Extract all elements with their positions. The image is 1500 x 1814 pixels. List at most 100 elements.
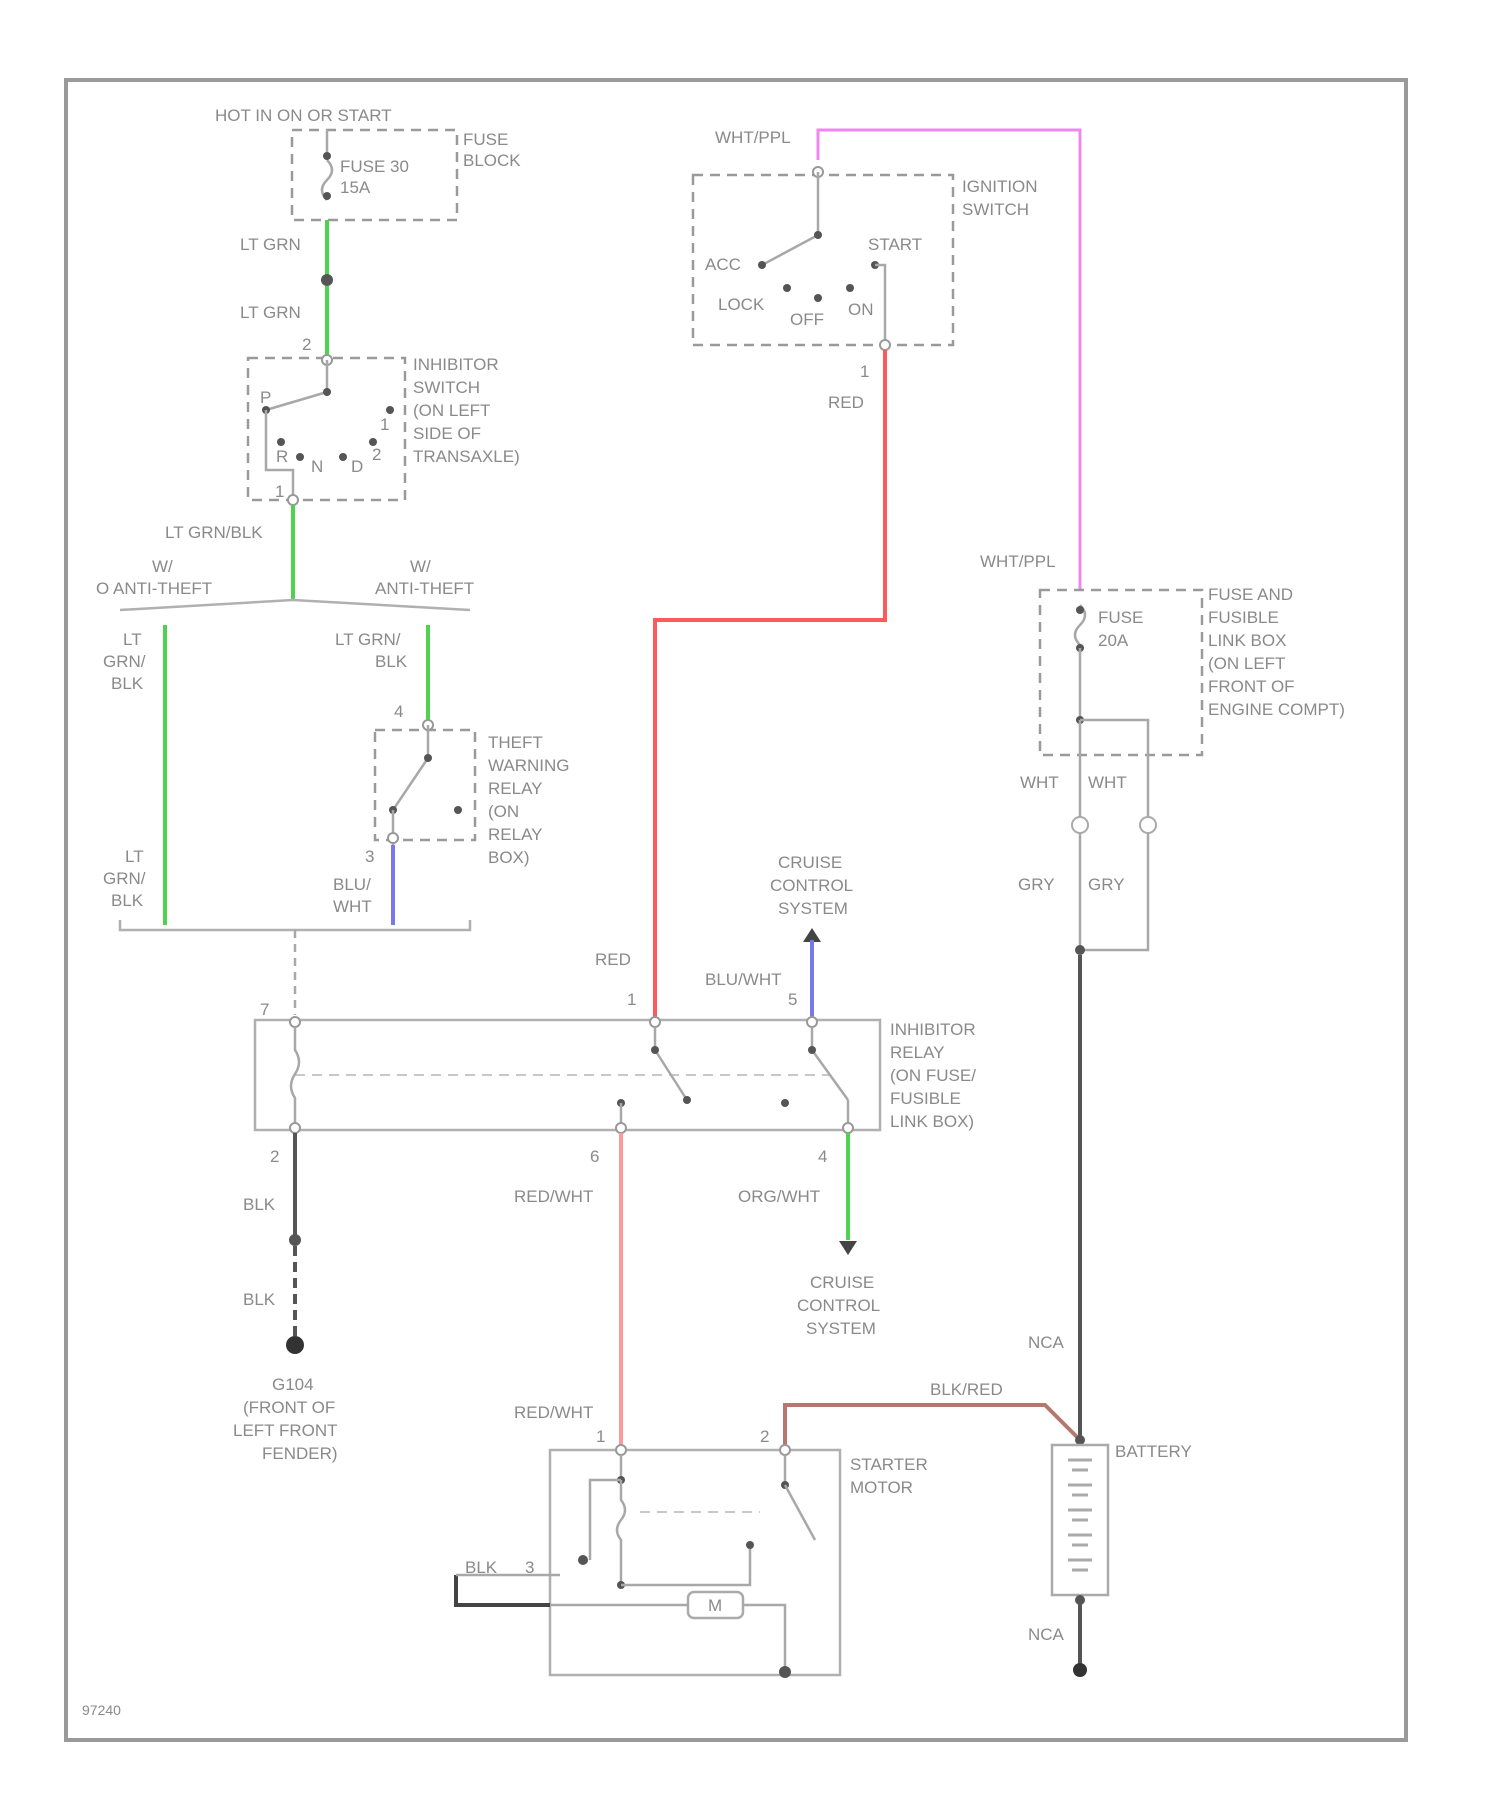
theft-relay-label-1: THEFT xyxy=(488,733,543,752)
theft-relay-label-2: WARNING xyxy=(488,756,570,775)
theft-relay-terminal-bottom xyxy=(388,833,398,843)
starter-hold-in-return xyxy=(621,1545,750,1585)
red-upper-label: RED xyxy=(828,393,864,412)
inhibitor-relay-label-4: FUSIBLE xyxy=(890,1089,961,1108)
motor-label: M xyxy=(708,1596,722,1615)
fuse-link-box-label-3: LINK BOX xyxy=(1208,631,1286,650)
relay-terminal-6 xyxy=(616,1123,626,1133)
red-mid-label: RED xyxy=(595,950,631,969)
inhibitor-switch-label-1: INHIBITOR xyxy=(413,355,499,374)
inhibitor-relay-label-1: INHIBITOR xyxy=(890,1020,976,1039)
ignition-switch-blade xyxy=(762,235,818,265)
lt-grn-blk-left-lower-2: GRN/ xyxy=(103,869,146,888)
starter-ground-dot xyxy=(779,1666,791,1678)
fuse-block-name-2: BLOCK xyxy=(463,151,521,170)
cruise-bottom-arrow xyxy=(839,1241,857,1255)
ignition-lock-label: LOCK xyxy=(718,295,765,314)
cruise-top-arrow xyxy=(803,928,821,942)
wire-wht-ppl xyxy=(818,130,1080,590)
fuse-link-box-label-5: FRONT OF xyxy=(1208,677,1295,696)
relay-terminal-2 xyxy=(290,1123,300,1133)
pin-3-theft: 3 xyxy=(365,847,374,866)
lt-grn-label-2: LT GRN xyxy=(240,303,301,322)
branch-bracket-top xyxy=(120,600,470,610)
branch-left-label-2: O ANTI-THEFT xyxy=(96,579,212,598)
relay-pivot-1 xyxy=(651,1046,659,1054)
inhibitor-switch-n-contact xyxy=(296,453,304,461)
theft-relay-open-contact xyxy=(454,806,462,814)
inhibitor-switch-label-4: SIDE OF xyxy=(413,424,481,443)
blu-wht-label-1: BLU/ xyxy=(333,875,371,894)
pin-s1: 1 xyxy=(596,1427,605,1446)
fuse-link-terminal-top xyxy=(1076,606,1084,614)
cruise-top-label-3: SYSTEM xyxy=(778,899,848,918)
inhibitor-pin-p: P xyxy=(260,388,271,407)
ignition-switch-label-2: SWITCH xyxy=(962,200,1029,219)
inhibitor-pin-2: 2 xyxy=(372,445,381,464)
ignition-acc-label: ACC xyxy=(705,255,741,274)
ground-label-4: FENDER) xyxy=(262,1444,338,1463)
inhibitor-relay-label-3: (ON FUSE/ xyxy=(890,1066,976,1085)
lt-grn-blk-right-1: LT GRN/ xyxy=(335,630,401,649)
inhibitor-switch-label-3: (ON LEFT xyxy=(413,401,490,420)
org-wht-label: ORG/WHT xyxy=(738,1187,820,1206)
starter-pull-in-dot xyxy=(578,1555,588,1565)
starter-motor-lead-right xyxy=(743,1605,785,1670)
battery-positive-terminal xyxy=(1075,1435,1085,1445)
pin-2a: 2 xyxy=(302,335,311,354)
relay-contact-1 xyxy=(683,1096,691,1104)
wire-blk-starter xyxy=(456,1575,550,1605)
lt-grn-blk-left-1: LT xyxy=(123,630,142,649)
gry-label-2: GRY xyxy=(1088,875,1125,894)
ground-label-3: LEFT FRONT xyxy=(233,1421,338,1440)
ignition-start-lead xyxy=(875,265,885,345)
fuse-link-fuse-label: FUSE xyxy=(1098,608,1143,627)
theft-relay-blade xyxy=(393,758,428,810)
blu-wht-mid-label: BLU/WHT xyxy=(705,970,782,989)
fuse-block-amp-label: 15A xyxy=(340,178,371,197)
pin-5-relay: 5 xyxy=(788,990,797,1009)
wht-label-1: WHT xyxy=(1020,773,1059,792)
relay-open-contact-2 xyxy=(781,1099,789,1107)
cruise-top-label-2: CONTROL xyxy=(770,876,853,895)
fuse-link-box-label-6: ENGINE COMPT) xyxy=(1208,700,1345,719)
pin-1b-relay: 1 xyxy=(627,990,636,1009)
relay-terminal-5 xyxy=(807,1017,817,1027)
fuse-terminal-bottom xyxy=(323,192,331,200)
inhibitor-relay-label-2: RELAY xyxy=(890,1043,945,1062)
lt-grn-blk-right-2: BLK xyxy=(375,652,408,671)
branch-right-label-2: ANTI-THEFT xyxy=(375,579,474,598)
theft-relay-label-3: RELAY xyxy=(488,779,543,798)
theft-relay-label-6: BOX) xyxy=(488,848,530,867)
starter-motor-label-1: STARTER xyxy=(850,1455,928,1474)
blk-red-label: BLK/RED xyxy=(930,1380,1003,1399)
nca-top-label: NCA xyxy=(1028,1333,1065,1352)
lt-grn-blk-left-2: GRN/ xyxy=(103,652,146,671)
pin-s2: 2 xyxy=(760,1427,769,1446)
pin-4b-relay: 4 xyxy=(818,1147,827,1166)
fusible-link-1 xyxy=(1072,817,1088,833)
inhibitor-switch-label-5: TRANSAXLE) xyxy=(413,447,520,466)
fuse-block-fuse-label: FUSE 30 xyxy=(340,157,409,176)
pin-1-inhibitor-bottom: 1 xyxy=(275,482,284,501)
inhibitor-switch-terminal-bottom xyxy=(288,495,298,505)
wire-red xyxy=(655,350,885,1020)
connector-dot-1 xyxy=(321,274,333,286)
red-wht-label-1: RED/WHT xyxy=(514,1187,593,1206)
gry-junction-dot xyxy=(1075,945,1085,955)
relay-terminal-1 xyxy=(650,1017,660,1027)
fusible-link-2 xyxy=(1140,817,1156,833)
fuse-terminal-top xyxy=(323,152,331,160)
ignition-on-contact xyxy=(846,284,854,292)
lt-grn-blk-left-lower-1: LT xyxy=(125,847,144,866)
lt-grn-label-1: LT GRN xyxy=(240,235,301,254)
starter-pull-in xyxy=(590,1480,621,1560)
inhibitor-switch-label-2: SWITCH xyxy=(413,378,480,397)
lt-grn-blk-label: LT GRN/BLK xyxy=(165,523,263,542)
starter-hold-in-coil xyxy=(617,1480,625,1585)
ignition-switch-pivot xyxy=(814,231,822,239)
pin-6-relay: 6 xyxy=(590,1147,599,1166)
inhibitor-switch-pivot xyxy=(323,388,331,396)
nca-bottom-label: NCA xyxy=(1028,1625,1065,1644)
connector-dot-blk xyxy=(289,1234,301,1246)
